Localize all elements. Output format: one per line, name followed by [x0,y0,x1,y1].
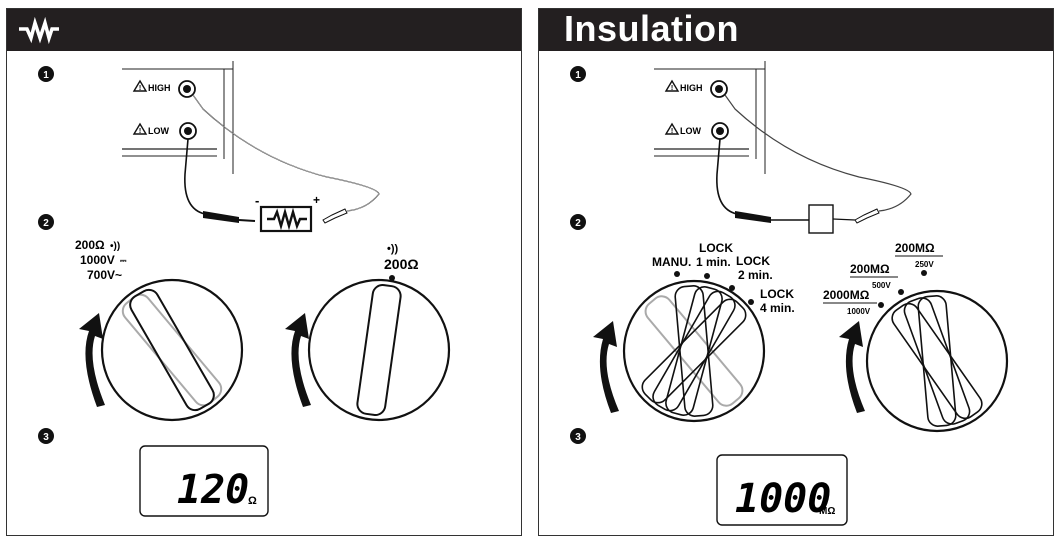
dial-label-200ohm-right: 200Ω [384,256,419,272]
right-rotary-dial[interactable] [865,289,1009,433]
dial-label-200m-250v: 200MΩ [895,241,935,255]
resistance-panel: 1 2 3 ! HIGH ! LOW [6,8,522,536]
meter-body [122,61,234,174]
svg-text:1000V: 1000V [847,307,871,316]
svg-text:1: 1 [43,70,49,81]
svg-text:120: 120 [177,467,249,513]
insulation-panel: Insulation 1 2 3 ! HIGH [538,8,1054,536]
rotate-arrow-icon-right [839,321,865,413]
rotate-arrow-icon-right [285,313,311,407]
dial-label-lock2: LOCK [736,254,770,268]
svg-text:!: ! [139,128,141,135]
left-rotary-dial[interactable] [100,278,244,422]
step-2-badge: 2 [38,214,54,230]
red-probe [854,208,880,224]
svg-text:2 min.: 2 min. [738,268,773,282]
black-test-lead [716,138,738,215]
svg-text:3: 3 [43,432,49,443]
dial-label-700v: 700V~ [87,268,122,282]
step-1-badge: 1 [570,66,586,82]
high-terminal[interactable]: ! HIGH [132,79,196,98]
sound-icon: •)) [110,241,120,252]
rotate-arrow-icon [593,321,619,413]
dial-label-200ohm: 200Ω [75,238,105,252]
svg-text:!: ! [671,85,673,92]
lcd-display: 1000 MΩ [716,454,848,526]
panel-header: Insulation [539,9,1053,51]
resistor-symbol-icon [19,16,59,45]
dial-label-lock1: LOCK [699,241,733,255]
step-2-badge: 2 [570,214,586,230]
black-test-lead [184,138,206,215]
step-3-badge: 3 [570,428,586,444]
svg-text:HIGH: HIGH [680,83,703,93]
high-terminal[interactable]: ! HIGH [664,79,728,98]
svg-text:1000: 1000 [735,476,831,522]
dial-label-manu: MANU. [652,255,691,269]
svg-text:LOW: LOW [680,126,701,136]
dial-label-200m-500v: 200MΩ [850,262,890,276]
rotate-arrow-icon [79,313,105,407]
insulation-diagram: 1 2 3 ! HIGH ! LOW [570,61,1009,526]
svg-text:500V: 500V [872,281,891,290]
svg-text:3: 3 [575,432,581,443]
red-test-lead [724,94,912,212]
svg-text:!: ! [139,85,141,92]
low-terminal[interactable]: ! LOW [664,122,729,140]
red-test-lead [192,94,380,212]
resistor-icon: - + [255,193,320,233]
svg-text:2: 2 [575,218,581,229]
svg-text:2: 2 [43,218,49,229]
meter-body [654,61,766,174]
black-probe [203,211,256,223]
svg-text:LOW: LOW [148,126,169,136]
svg-text:1 min.: 1 min. [696,255,731,269]
low-terminal[interactable]: ! LOW [132,122,197,140]
resistance-diagram: 1 2 3 ! HIGH ! LOW [38,61,451,517]
step-3-badge: 3 [38,428,54,444]
svg-text:-: - [255,193,259,208]
svg-text:!: ! [671,128,673,135]
svg-text:Ω: Ω [248,495,257,507]
svg-text:4 min.: 4 min. [760,301,795,315]
sound-icon-right: •)) [387,243,399,255]
panel-header [7,9,521,51]
dial-label-2000m-1000v: 2000MΩ [823,288,870,302]
svg-text:+: + [313,193,320,207]
black-probe [735,211,809,223]
svg-text:1: 1 [575,70,581,81]
dial-label-1000v: 1000V [80,253,115,267]
svg-text:MΩ: MΩ [819,506,835,517]
red-probe [322,208,348,224]
step-1-badge: 1 [38,66,54,82]
lcd-display: 120 Ω [139,445,269,517]
left-rotary-dial[interactable] [622,279,766,423]
box-icon [808,204,856,234]
svg-text:250V: 250V [915,260,934,269]
panel-title: Insulation [564,8,739,49]
dc-icon: ⎓ [120,256,127,265]
svg-text:HIGH: HIGH [148,83,171,93]
dial-label-lock4: LOCK [760,287,794,301]
right-rotary-dial[interactable] [307,278,451,422]
